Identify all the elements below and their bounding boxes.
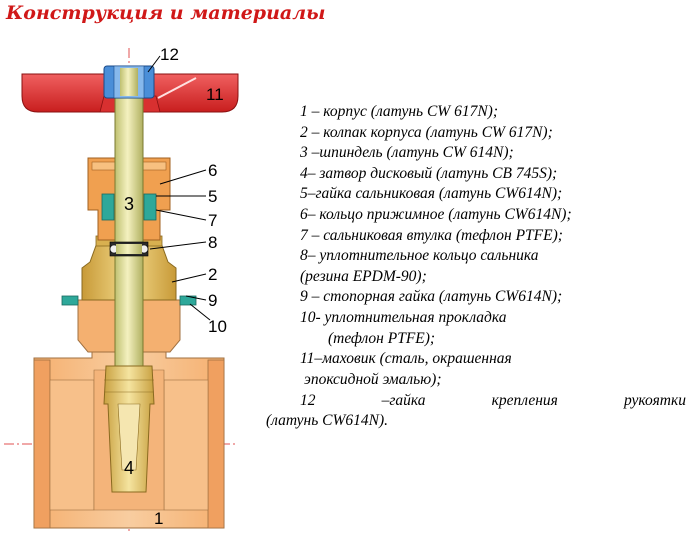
legend-item-10-cont: (тефлон PTFE); <box>328 329 436 347</box>
callout-12: 12 <box>160 45 179 64</box>
legend-item-8-cont: (резина EPDM-90); <box>300 267 427 285</box>
legend-block: 1 – корпус (латунь CW 617N); 2 – колпак … <box>300 102 572 390</box>
legend-item-12-cont: (латунь CW614N). <box>266 412 389 429</box>
page-title: Конструкция и материалы <box>6 2 326 24</box>
leader-lines <box>147 55 211 321</box>
gland-sleeve-right-part-7 <box>143 193 157 221</box>
legend-item-11-cont: эпоксидной эмалью); <box>304 370 442 388</box>
gland-sleeve-left-part-7 <box>101 193 115 221</box>
legend-item-6: 6– кольцо прижимное (латунь CW614N); <box>300 205 572 223</box>
callout-5: 5 <box>208 187 217 206</box>
callout-2: 2 <box>208 265 217 284</box>
legend-item-12-word3: рукоятки <box>623 392 686 409</box>
wedge-disc-part-4 <box>103 365 155 493</box>
valve-cross-section: 12 11 6 5 3 7 8 2 9 10 4 1 <box>4 45 239 532</box>
callout-8: 8 <box>208 233 217 252</box>
legend-item-9: 9 – стопорная гайка (латунь CW614N); <box>300 288 563 306</box>
legend-item-2: 2 – колпак корпуса (латунь CW 617N); <box>300 123 553 141</box>
legend-item-4: 4– затвор дисковый (латунь CB 745S); <box>300 164 558 182</box>
legend-item-12-word2: крепления <box>491 392 558 409</box>
callout-1: 1 <box>154 509 163 528</box>
legend-item-12: 12 –гайка крепления рукоятки <box>300 391 686 412</box>
callout-11: 11 <box>206 85 224 104</box>
legend-item-1: 1 – корпус (латунь CW 617N); <box>300 103 498 120</box>
legend-item-11: 11–маховик (сталь, окрашенная <box>300 350 512 368</box>
legend-item-10: 10- уплотнительная прокладка <box>300 308 507 326</box>
stem-nut-part-12 <box>103 65 155 99</box>
legend-item-12-num: 12 <box>300 392 316 409</box>
legend-item-12-word1: –гайка <box>381 392 426 409</box>
legend-item-3: 3 –шпиндель (латунь CW 614N); <box>300 144 514 162</box>
callout-7: 7 <box>208 211 217 230</box>
spindle-part-3 <box>109 65 149 367</box>
legend-item-7: 7 – сальниковая втулка (тефлон PTFE); <box>300 226 563 244</box>
legend-item-5: 5–гайка сальниковая (латунь CW614N); <box>300 185 563 203</box>
callout-6: 6 <box>208 161 217 180</box>
callout-10: 10 <box>208 317 227 336</box>
lock-nut-part-9 <box>61 295 79 306</box>
callout-3: 3 <box>124 194 134 214</box>
callout-9: 9 <box>208 291 217 310</box>
legend-item-8: 8– уплотнительное кольцо сальника <box>300 247 539 265</box>
callout-4: 4 <box>124 458 134 478</box>
